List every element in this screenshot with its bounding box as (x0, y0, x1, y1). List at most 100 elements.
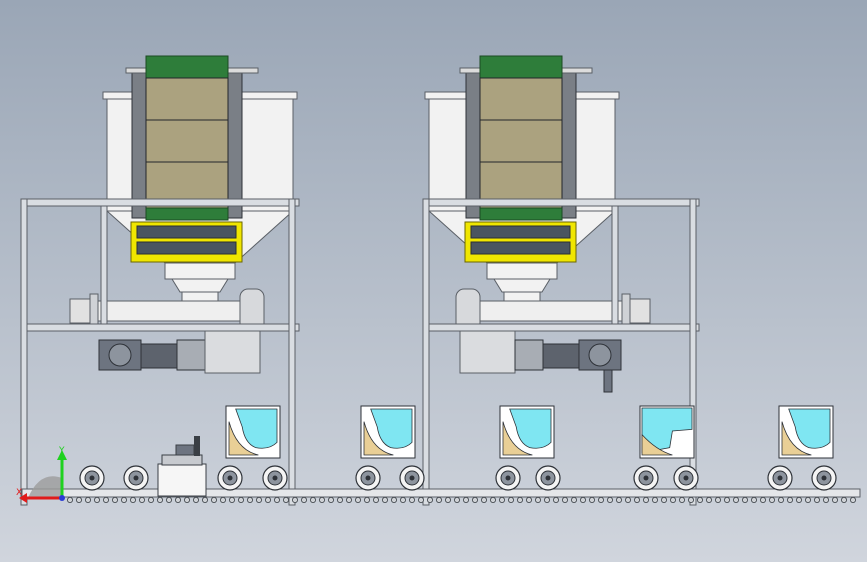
conveyor-roller (715, 496, 722, 503)
drive-motor-2 (459, 330, 622, 393)
conveyor-roller (291, 496, 298, 503)
conveyor-roller (121, 496, 128, 503)
conveyor-roller (219, 496, 226, 503)
conveyor-roller (598, 496, 605, 503)
screw-conveyor-2 (455, 288, 651, 332)
conveyor-roller (112, 496, 119, 503)
conveyor-roller (318, 496, 325, 503)
conveyor-roller (778, 496, 785, 503)
conveyor-roller (103, 496, 110, 503)
conveyor-roller (94, 496, 101, 503)
conveyor-roller (228, 496, 235, 503)
conveyor-roller (607, 496, 614, 503)
conveyor-roller (535, 496, 542, 503)
conveyor-roller (462, 496, 469, 503)
frame-1 (20, 198, 300, 506)
bag-stack-1 (145, 55, 229, 221)
conveyor-roller (192, 496, 199, 503)
conveyor-roller (354, 496, 361, 503)
x-axis-arrow (19, 493, 27, 503)
product-card (778, 405, 834, 459)
frame-2 (422, 198, 700, 506)
conveyor-roller (643, 496, 650, 503)
conveyor-roller (571, 496, 578, 503)
conveyor-roller (706, 496, 713, 503)
conveyor-roller (751, 496, 758, 503)
conveyor-roller (769, 496, 776, 503)
conveyor-roller (372, 496, 379, 503)
conveyor-roller (435, 496, 442, 503)
clamp-2 (464, 221, 577, 263)
conveyor-roller (489, 496, 496, 503)
conveyor-roller (165, 496, 172, 503)
conveyor-roller (661, 496, 668, 503)
conveyor-roller (444, 496, 451, 503)
conveyor-roller (679, 496, 686, 503)
conveyor-roller (174, 496, 181, 503)
y-axis-label: Y (58, 446, 65, 456)
conveyor-roller (697, 496, 704, 503)
conveyor-roller (381, 496, 388, 503)
conveyor-roller (553, 496, 560, 503)
conveyor-roller (724, 496, 731, 503)
station-2 (422, 55, 700, 506)
y-axis-arrow (57, 450, 67, 460)
conveyor (21, 465, 861, 503)
conveyor-roller (805, 496, 812, 503)
conveyor-roller (408, 496, 415, 503)
conveyor-roller (300, 496, 307, 503)
chain-1 (125, 67, 259, 219)
conveyor-roller (345, 496, 352, 503)
conveyor-wheel (811, 465, 837, 491)
screw-conveyor-1 (69, 288, 265, 332)
conveyor-roller (201, 496, 208, 503)
conveyor-roller (796, 496, 803, 503)
conveyor-roller (255, 496, 262, 503)
conveyor-roller (471, 496, 478, 503)
conveyor-roller (517, 496, 524, 503)
conveyor-roller (453, 496, 460, 503)
conveyor-roller (670, 496, 677, 503)
conveyor-roller (129, 496, 136, 503)
conveyor-roller (273, 496, 280, 503)
conveyor-wheel (123, 465, 149, 491)
conveyor-roller (363, 496, 370, 503)
conveyor-wheels (79, 465, 837, 491)
conveyor-wheel (673, 465, 699, 491)
conveyor-roller (832, 496, 839, 503)
conveyor-wheel (495, 465, 521, 491)
conveyor-roller (526, 496, 533, 503)
station-1 (20, 55, 300, 506)
conveyor-roller (742, 496, 749, 503)
conveyor-roller (544, 496, 551, 503)
conveyor-roller (138, 496, 145, 503)
conveyor-roller (85, 496, 92, 503)
conveyor-roller (417, 496, 424, 503)
drive-motor-1 (98, 330, 261, 374)
conveyor-roller (850, 496, 857, 503)
conveyor-roller (480, 496, 487, 503)
conveyor-roller (327, 496, 334, 503)
conveyor-roller (733, 496, 740, 503)
z-axis-dot (59, 495, 65, 501)
conveyor-wheel (217, 465, 243, 491)
conveyor-roller (580, 496, 587, 503)
bag-stack-2 (479, 55, 563, 221)
conveyor-roller (67, 496, 74, 503)
conveyor-roller (589, 496, 596, 503)
conveyor-roller (147, 496, 154, 503)
x-axis-label: X (16, 488, 22, 498)
conveyor-roller (688, 496, 695, 503)
product-card (225, 405, 281, 459)
product-card (360, 405, 416, 459)
conveyor-roller (787, 496, 794, 503)
conveyor-roller (237, 496, 244, 503)
conveyor-roller (210, 496, 217, 503)
conveyor-roller (760, 496, 767, 503)
conveyor-roller (264, 496, 271, 503)
conveyor-wheel (355, 465, 381, 491)
clamp-1 (130, 221, 243, 263)
conveyor-roller (282, 496, 289, 503)
